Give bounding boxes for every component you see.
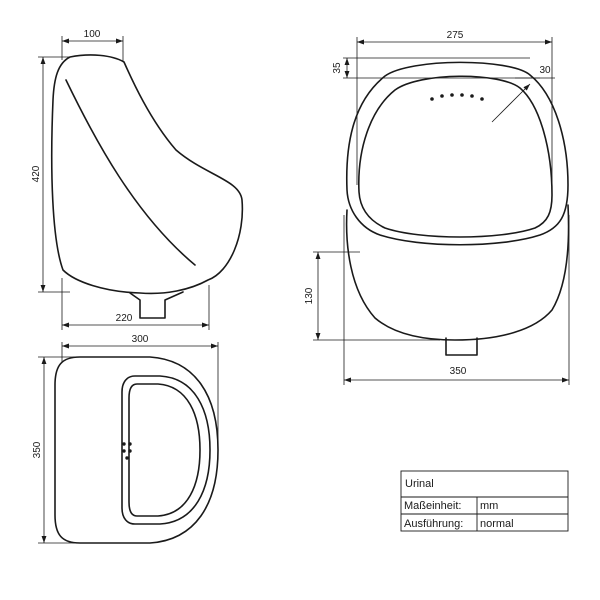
front-view: 275 35 30 130 350 xyxy=(304,30,570,385)
dim-top-depth: 300 xyxy=(61,334,219,445)
dim-front-width-label: 350 xyxy=(450,366,467,377)
dim-side-top-label: 100 xyxy=(84,29,101,40)
dim-front-offset-label: 35 xyxy=(332,62,343,74)
front-view-lower-outline xyxy=(345,204,570,341)
dim-top-depth-label: 300 xyxy=(132,334,149,345)
dim-side-bottom: 220 xyxy=(61,278,210,330)
side-view: 100 420 220 xyxy=(31,29,244,330)
front-view-outlet xyxy=(445,337,478,356)
front-view-spray-holes xyxy=(430,93,484,101)
dim-front-width: 350 xyxy=(343,215,570,385)
side-view-outlet xyxy=(129,291,184,319)
title-block-title: Urinal xyxy=(405,478,434,490)
title-block-unit-value: mm xyxy=(480,500,498,512)
front-view-upper-outline xyxy=(345,61,569,246)
dim-front-top: 275 xyxy=(356,30,553,190)
dim-front-offset: 35 xyxy=(332,57,540,79)
top-view: 300 350 xyxy=(32,334,219,544)
dim-top-width: 350 xyxy=(32,356,80,544)
top-view-spray-holes xyxy=(122,442,132,460)
dim-side-height: 420 xyxy=(31,56,70,293)
top-view-rim-outline xyxy=(121,375,211,525)
dim-side-height-label: 420 xyxy=(31,165,42,182)
dim-side-top: 100 xyxy=(61,29,124,62)
top-view-outer-outline xyxy=(54,356,219,544)
top-view-bowl-outline xyxy=(128,383,201,517)
title-block-unit-label: Maßeinheit: xyxy=(404,500,461,512)
side-view-inner-curve xyxy=(65,79,196,266)
title-block-finish-value: normal xyxy=(480,518,514,530)
side-view-body-outline xyxy=(50,54,244,295)
dim-front-angle-label: 30 xyxy=(539,65,551,76)
title-block: Urinal Maßeinheit: mm Ausführung: normal xyxy=(400,470,569,532)
dim-top-width-label: 350 xyxy=(32,441,43,458)
dim-front-top-label: 275 xyxy=(447,30,464,41)
dim-front-lower-height-label: 130 xyxy=(304,287,315,304)
title-block-finish-label: Ausführung: xyxy=(404,518,463,530)
front-view-bowl-outline xyxy=(358,75,553,238)
dim-front-angle: 30 xyxy=(491,65,555,123)
dim-side-bottom-label: 220 xyxy=(116,313,133,324)
dim-front-lower-height: 130 xyxy=(304,251,440,341)
